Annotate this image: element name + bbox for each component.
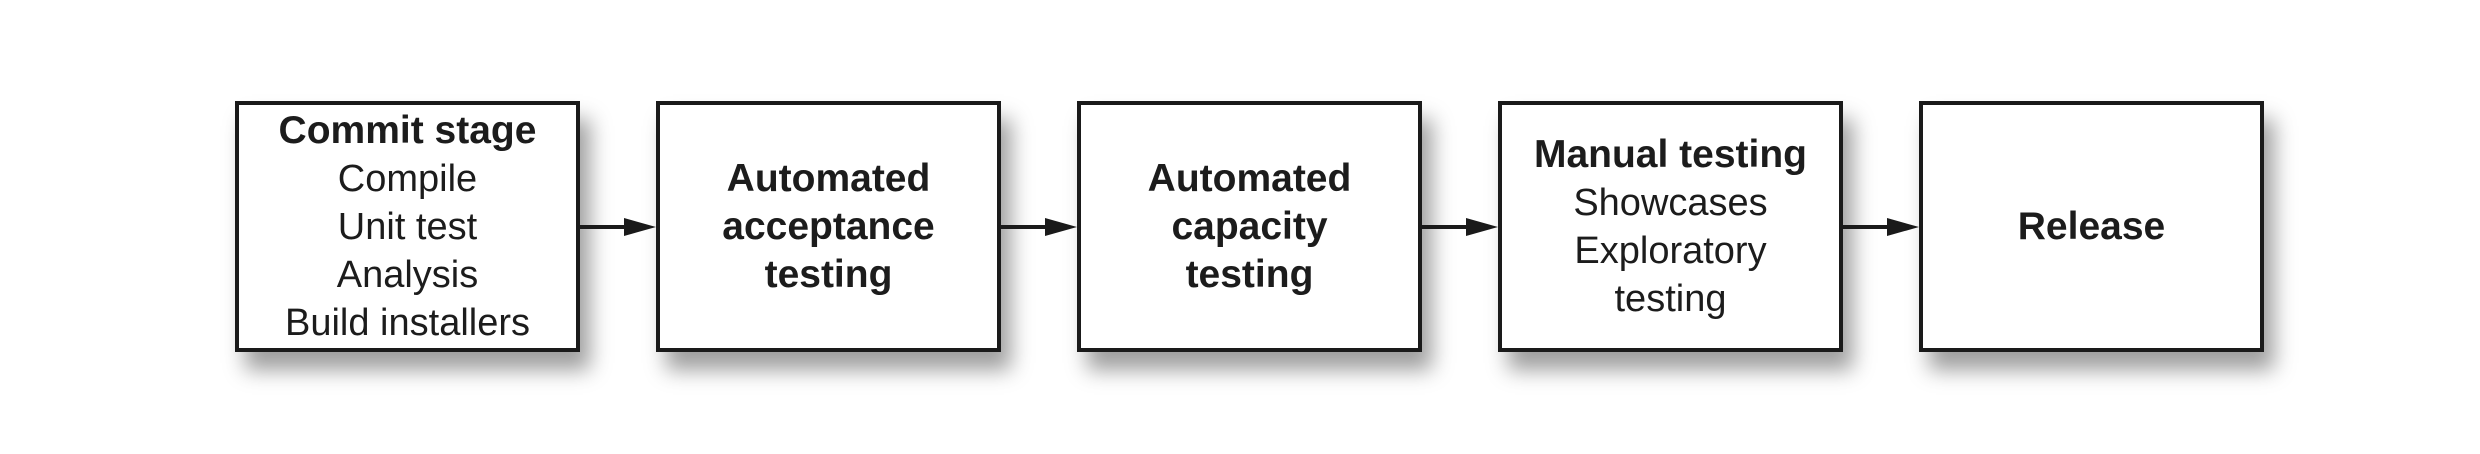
- stage-automated-acceptance-testing: Automated acceptance testing: [656, 101, 1001, 352]
- arrow-right-icon: [1422, 218, 1498, 236]
- stage-line: testing: [1614, 277, 1727, 320]
- stage-line: Exploratory: [1574, 229, 1767, 272]
- stage-line: Compile: [337, 157, 478, 200]
- stage-lines: Compile Unit test Analysis Build install…: [285, 155, 530, 347]
- stage-line: Unit test: [337, 205, 478, 248]
- stage-commit: Commit stage Compile Unit test Analysis …: [235, 101, 580, 352]
- arrow-right-icon: [1001, 218, 1077, 236]
- stage-line: Analysis: [336, 253, 479, 296]
- stage-automated-capacity-testing: Automated capacity testing: [1077, 101, 1422, 352]
- stage-title: Commit stage: [278, 108, 537, 152]
- stage-title: Automated capacity testing: [1147, 156, 1352, 296]
- stage-line: Build installers: [285, 301, 530, 344]
- arrow-right-icon: [580, 218, 656, 236]
- stage-title: Automated acceptance testing: [722, 156, 935, 296]
- stage-release: Release: [1919, 101, 2264, 352]
- arrow-right-icon: [1843, 218, 1919, 236]
- stage-title: Release: [2017, 204, 2166, 248]
- stage-line: Showcases: [1573, 181, 1768, 224]
- stage-manual-testing: Manual testing Showcases Exploratory tes…: [1498, 101, 1843, 352]
- stage-lines: Showcases Exploratory testing: [1573, 179, 1767, 323]
- stage-title: Manual testing: [1533, 132, 1808, 176]
